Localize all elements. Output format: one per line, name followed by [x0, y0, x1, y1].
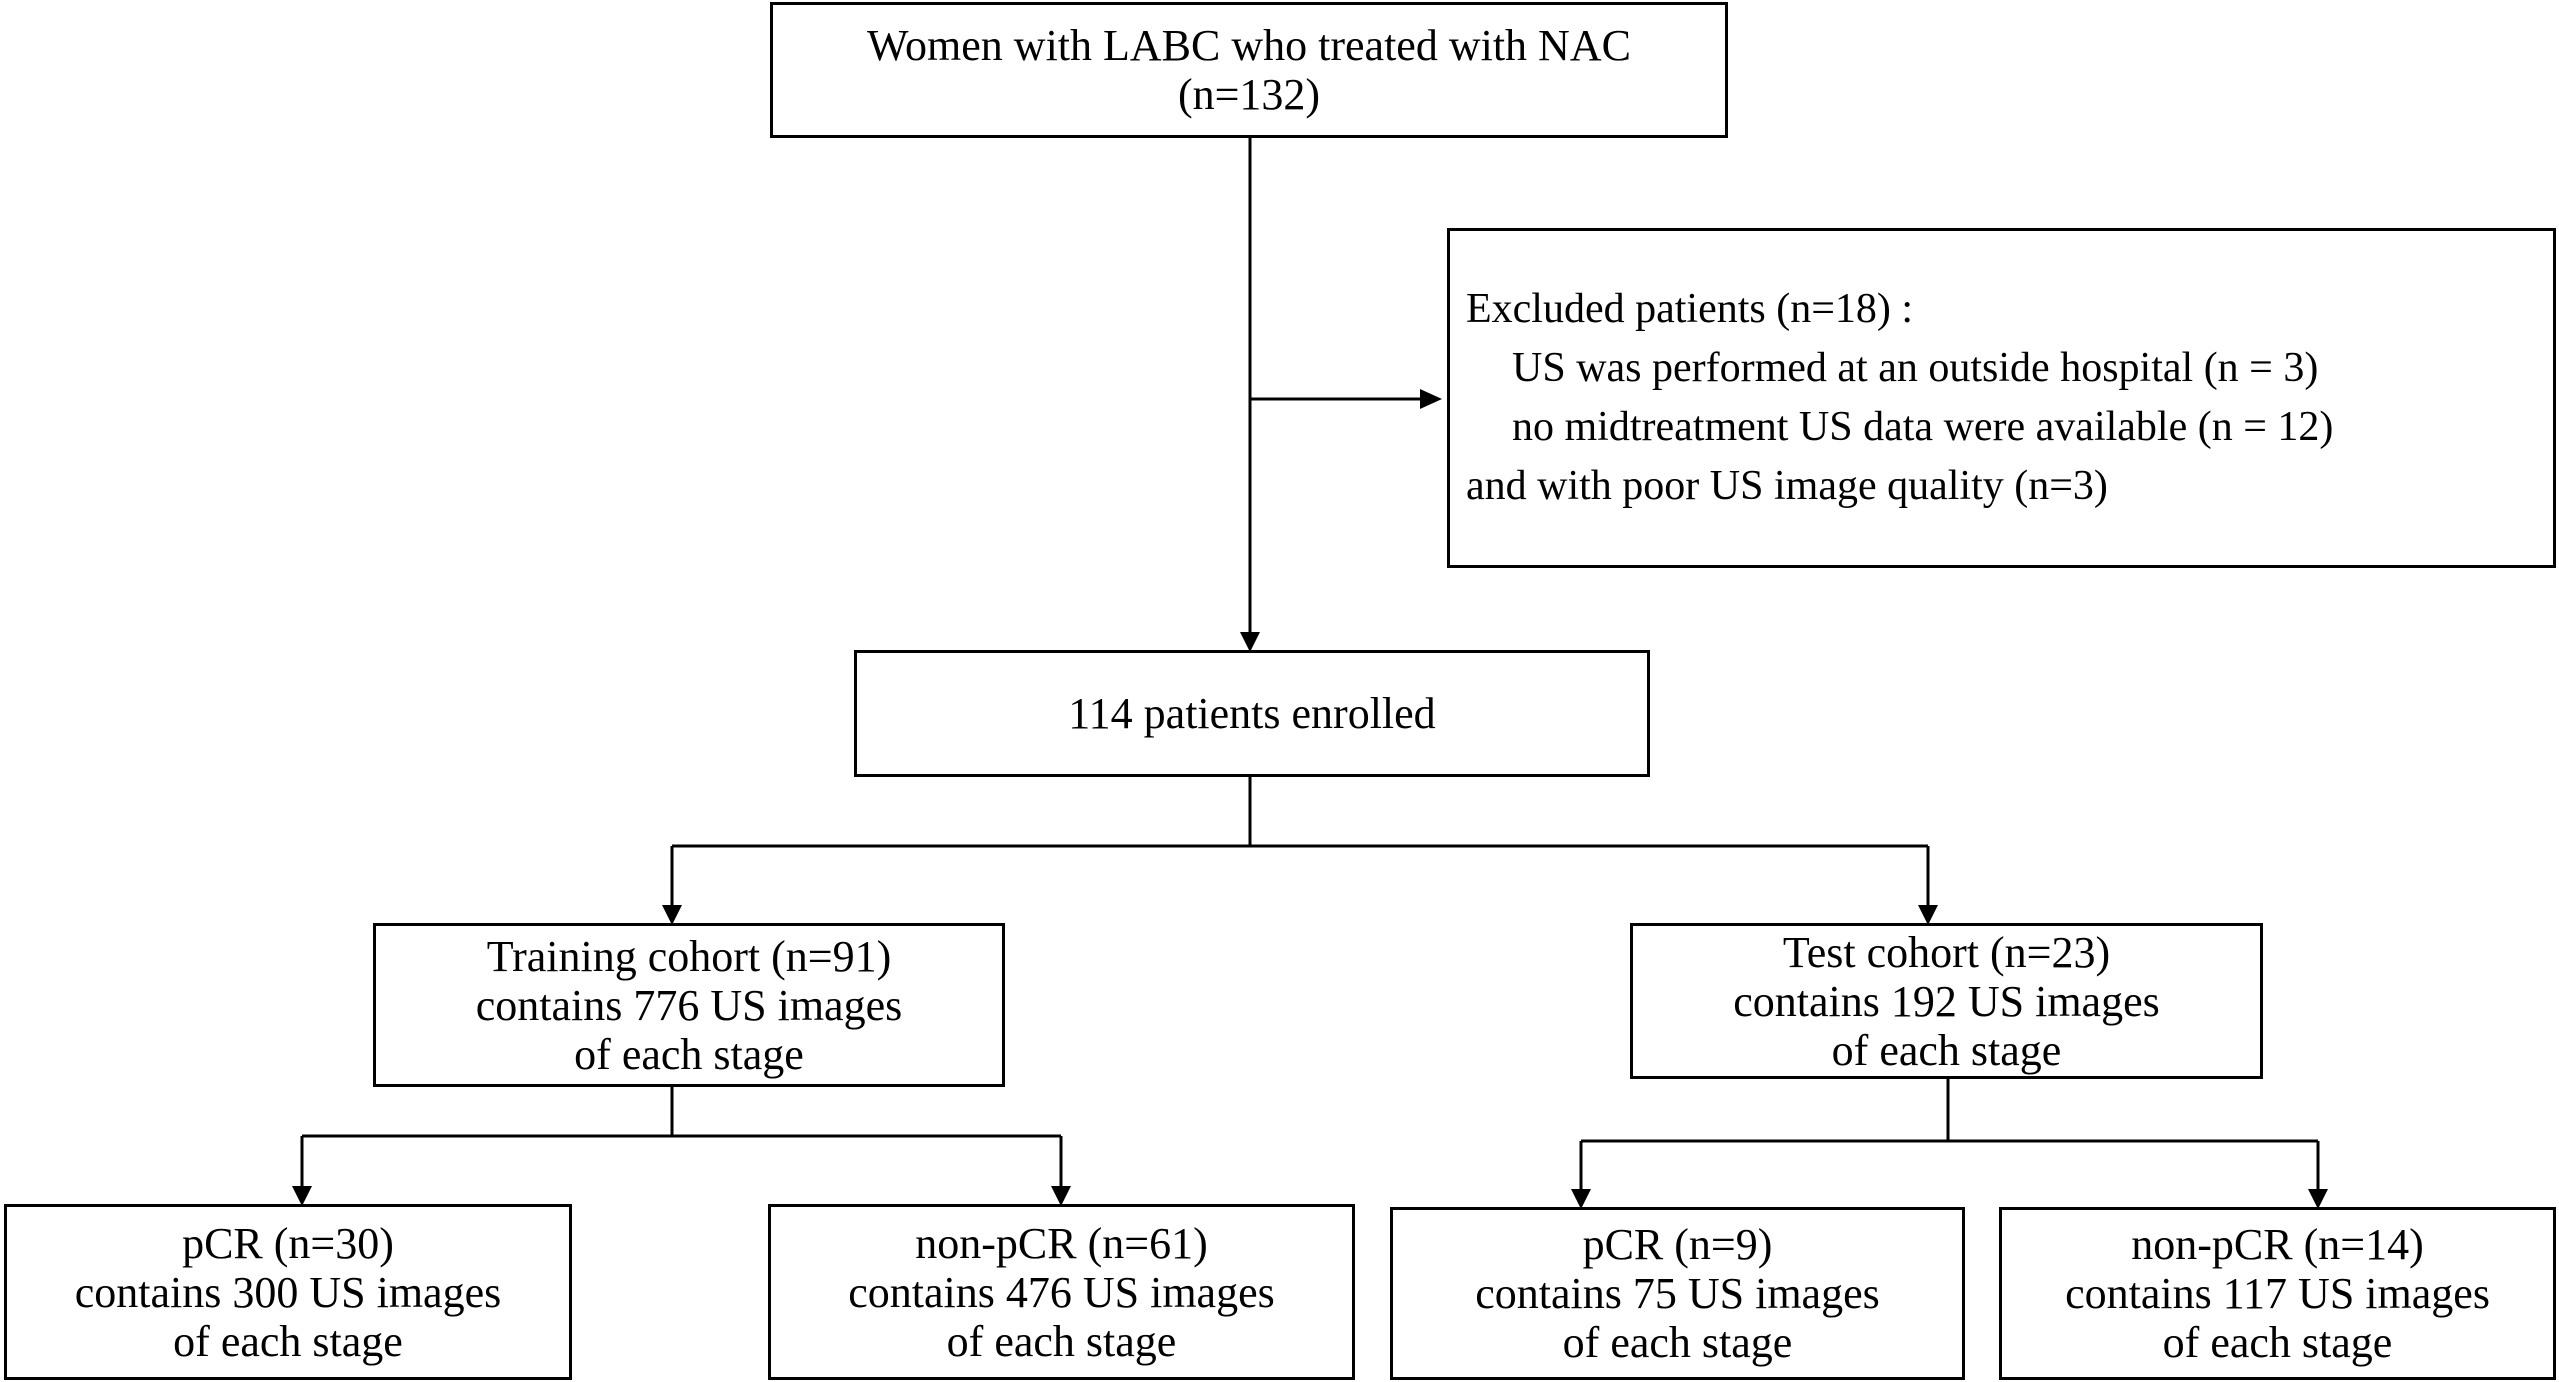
- training-line-3: of each stage: [574, 1029, 804, 1079]
- test-pcr-line-3: of each stage: [1562, 1318, 1793, 1367]
- training-line-1: Training cohort (n=91): [486, 931, 892, 981]
- box-test-cohort: Test cohort (n=23) contains 192 US image…: [1630, 923, 2263, 1079]
- train-pcr-line-2: contains 300 US images: [74, 1267, 502, 1317]
- excluded-line-4: and with poor US image quality (n=3): [1466, 463, 2108, 509]
- test-line-2: contains 192 US images: [1733, 976, 2160, 1026]
- women-line-2: (n=132): [1177, 70, 1321, 119]
- excluded-line-2: US was performed at an outside hospital …: [1512, 345, 2319, 391]
- box-test-nonpcr: non-pCR (n=14) contains 117 US images of…: [1999, 1207, 2556, 1380]
- enrolled-line-1: 114 patients enrolled: [1068, 689, 1436, 738]
- test-nonpcr-line-2: contains 117 US images: [2065, 1269, 2490, 1318]
- train-nonpcr-line-2: contains 476 US images: [848, 1267, 1275, 1317]
- excluded-line-3: no midtreatment US data were available (…: [1512, 404, 2334, 450]
- train-pcr-line-1: pCR (n=30): [182, 1218, 394, 1268]
- train-nonpcr-line-1: non-pCR (n=61): [915, 1218, 1208, 1268]
- box-patients-enrolled: 114 patients enrolled: [854, 650, 1650, 777]
- test-line-3: of each stage: [1831, 1025, 2062, 1075]
- test-pcr-line-1: pCR (n=9): [1582, 1220, 1773, 1269]
- box-excluded-patients: Excluded patients (n=18) : US was perfor…: [1447, 228, 2556, 568]
- box-training-nonpcr: non-pCR (n=61) contains 476 US images of…: [768, 1204, 1355, 1380]
- box-women-labc: Women with LABC who treated with NAC (n=…: [770, 2, 1728, 138]
- test-line-1: Test cohort (n=23): [1782, 927, 2111, 977]
- arrowhead-test: [1918, 905, 1938, 925]
- excluded-line-1: Excluded patients (n=18) :: [1466, 286, 1914, 332]
- test-nonpcr-line-1: non-pCR (n=14): [2131, 1220, 2424, 1269]
- arrowhead-enrolled: [1240, 632, 1260, 652]
- box-training-pcr: pCR (n=30) contains 300 US images of eac…: [4, 1204, 572, 1380]
- arrowhead-excluded: [1420, 389, 1442, 409]
- test-pcr-line-2: contains 75 US images: [1475, 1269, 1880, 1318]
- arrowhead-training: [662, 905, 682, 925]
- test-nonpcr-line-3: of each stage: [2162, 1318, 2393, 1367]
- train-pcr-line-3: of each stage: [173, 1316, 403, 1366]
- train-nonpcr-line-3: of each stage: [946, 1316, 1177, 1366]
- box-training-cohort: Training cohort (n=91) contains 776 US i…: [373, 923, 1005, 1087]
- training-line-2: contains 776 US images: [475, 980, 903, 1030]
- arrowhead-train-pcr: [292, 1186, 312, 1206]
- arrowhead-train-nonpcr: [1051, 1186, 1071, 1206]
- box-test-pcr: pCR (n=9) contains 75 US images of each …: [1390, 1207, 1965, 1380]
- women-line-1: Women with LABC who treated with NAC: [867, 21, 1631, 70]
- arrowhead-test-nonpcr: [2308, 1189, 2328, 1209]
- arrowhead-test-pcr: [1571, 1189, 1591, 1209]
